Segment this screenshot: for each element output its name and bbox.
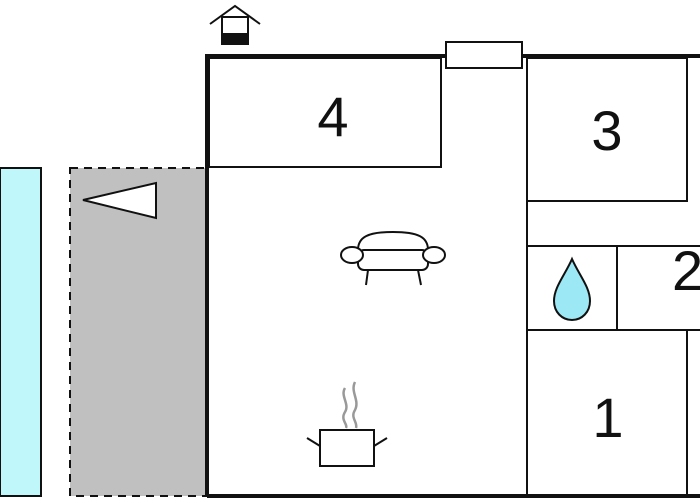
entrance-house-icon xyxy=(209,4,261,45)
room-1-label: 1 xyxy=(592,386,623,449)
room-3-label: 3 xyxy=(591,99,622,162)
room-4-label: 4 xyxy=(317,85,348,148)
window-icon xyxy=(445,41,523,69)
cooking-pot-icon xyxy=(306,381,388,467)
terrace-area xyxy=(69,167,208,497)
room-4-outline xyxy=(208,57,442,168)
outer-wall xyxy=(205,54,700,496)
room-1-outline xyxy=(526,330,688,496)
sofa-icon xyxy=(340,230,446,286)
terrace-direction-icon xyxy=(82,181,157,220)
room-2-label: 2 xyxy=(672,239,700,302)
water-drop-icon xyxy=(552,256,592,322)
pool-area xyxy=(0,167,42,497)
